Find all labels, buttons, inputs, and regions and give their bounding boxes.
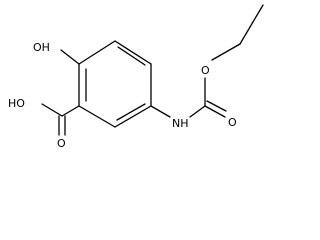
ring-bond-top-left	[78, 40, 116, 65]
bond-ring-to-carboxyl-carbon	[61, 105, 80, 117]
ring-bond-bottom-left	[78, 105, 116, 128]
carbamate-carbonyl-label: O	[228, 116, 237, 129]
carboxylic-acid-hydroxyl-label: HO	[8, 97, 25, 110]
bond-carbamate-carbonyl-b	[206, 100, 227, 112]
bond-carbamate-carbonyl-a	[204, 105, 226, 118]
ring-double-bond-bottom-right	[116, 103, 146, 121]
benzene-ring	[78, 40, 152, 128]
hydroxy-label: OH	[33, 41, 50, 54]
bond-nitrogen-to-carbonyl-carbon	[189, 105, 206, 118]
ring-double-bond-top	[117, 46, 146, 66]
ester-oxygen-label: O	[201, 64, 210, 77]
bond-ester-oxygen-to-ethyl	[211, 43, 241, 61]
carboxylic-acid-carbonyl-label: O	[57, 137, 66, 150]
ring-bond-bottom-right	[114, 105, 152, 128]
bond-ethyl-methyl	[239, 4, 264, 45]
bond-ring-to-nitrogen	[150, 105, 171, 118]
amine-label: NH	[172, 117, 189, 130]
bond-ring-to-hydroxy	[60, 49, 80, 65]
molecule-diagram: OH HO O NH O O	[8, 4, 264, 150]
bond-carboxyl-to-hydroxyl	[41, 103, 63, 117]
ring-bond-top-right	[114, 40, 152, 65]
molecule-svg: OH HO O NH O O	[8, 4, 264, 150]
